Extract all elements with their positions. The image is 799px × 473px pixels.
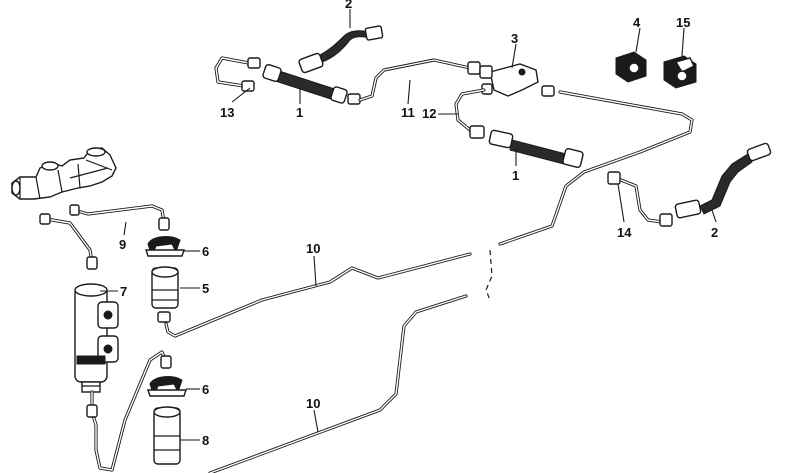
brake-t-piece (479, 63, 555, 97)
brake-line-10-upper (164, 90, 694, 338)
callout-14: 14 (617, 225, 632, 240)
callout-8: 8 (202, 433, 209, 448)
callout-9: 9 (119, 237, 126, 252)
callout-10-upper: 10 (306, 241, 320, 256)
brake-line-13 (214, 56, 261, 92)
union-nut (158, 217, 170, 231)
callout-1-top: 1 (296, 105, 303, 120)
callout-4: 4 (633, 15, 641, 30)
union-nut (160, 355, 172, 369)
brake-line-9 (39, 204, 170, 270)
brake-line-10-lower (208, 294, 468, 473)
callout-11: 11 (401, 105, 415, 120)
brake-line-distributor-lower (86, 350, 172, 472)
pressure-regulator-8 (147, 376, 187, 465)
callout-labels: 2 3 4 15 13 1 11 12 1 14 2 9 6 10 5 7 6 … (119, 0, 718, 448)
brake-line-12 (454, 88, 486, 139)
brake-hose-1-right (488, 129, 584, 169)
union-nut (69, 204, 80, 216)
callout-2-right: 2 (711, 225, 718, 240)
leader-lines (100, 9, 717, 441)
callout-12: 12 (422, 106, 436, 121)
callout-1-right: 1 (512, 168, 519, 183)
dashed-connection (485, 249, 493, 301)
callout-13: 13 (220, 105, 234, 120)
master-cylinder (11, 147, 117, 200)
callout-6-lower: 6 (202, 382, 209, 397)
callout-3: 3 (511, 31, 518, 46)
brake-line-clip-15 (663, 55, 697, 89)
callout-7: 7 (120, 284, 127, 299)
callout-5: 5 (202, 281, 209, 296)
union-nut (86, 404, 98, 418)
union-nut (86, 256, 98, 270)
callout-10-lower: 10 (306, 396, 320, 411)
brake-distributor (74, 283, 119, 393)
brake-line-clip-4 (615, 51, 647, 83)
brake-hose-2-top (298, 25, 384, 74)
union-nut (39, 213, 51, 225)
callout-15: 15 (676, 15, 690, 30)
callout-2-top: 2 (345, 0, 352, 11)
callout-6-upper: 6 (202, 244, 209, 259)
brake-line-14 (607, 171, 673, 227)
brake-hose-1-top (262, 63, 361, 105)
brake-hose-2-right (674, 142, 772, 219)
pressure-regulator-5 (145, 236, 185, 323)
brake-line-11 (358, 58, 481, 102)
